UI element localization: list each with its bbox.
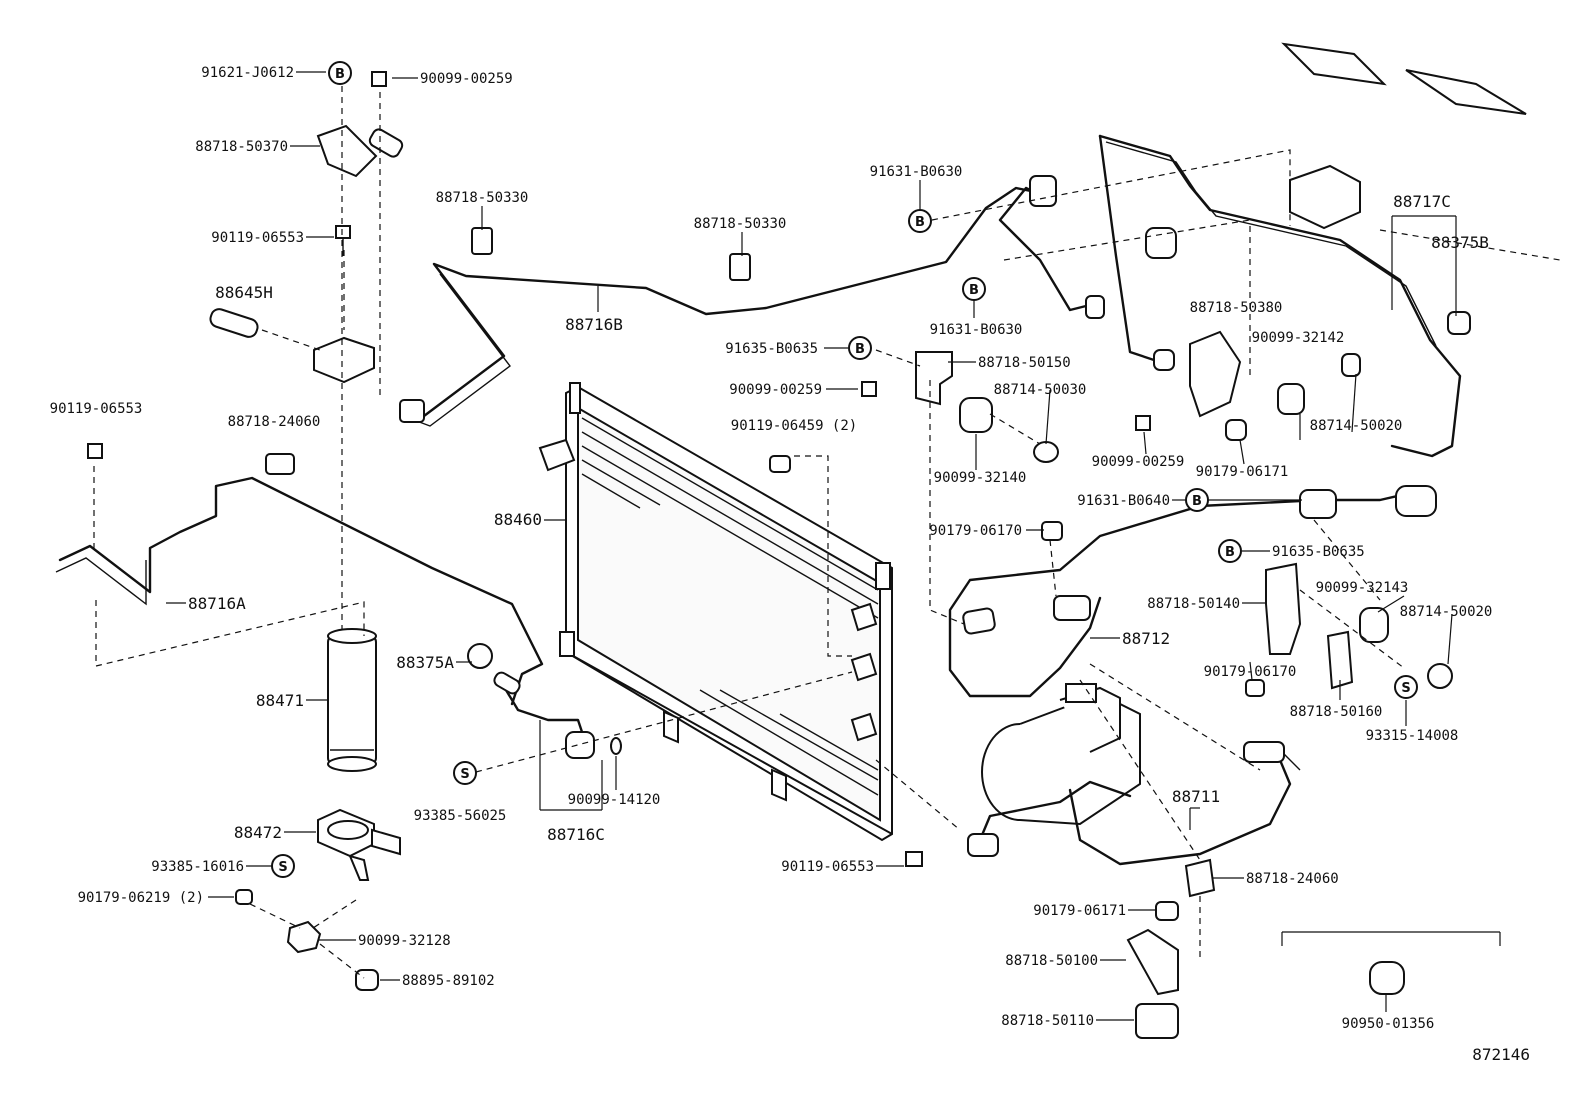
svg-text:B: B xyxy=(855,342,865,357)
svg-text:S: S xyxy=(460,767,469,782)
label-90179-06171-b: 90179-06171 xyxy=(1033,903,1126,919)
label-88718-24060-a: 88718-24060 xyxy=(228,414,321,430)
label-90099-32142: 90099-32142 xyxy=(1252,330,1345,346)
part-labels: 91621-J0612 90099-00259 88718-50370 9011… xyxy=(50,65,1530,1064)
receiver-88471 xyxy=(327,628,377,772)
label-88718-50380: 88718-50380 xyxy=(1190,300,1283,316)
pipes xyxy=(55,134,1462,866)
label-88718-24060-b: 88718-24060 xyxy=(1246,871,1339,887)
label-90119-06553-c: 90119-06553 xyxy=(781,859,874,875)
label-88714-50030: 88714-50030 xyxy=(994,382,1087,398)
label-93385-16016: 93385-16016 xyxy=(151,859,244,875)
label-88712: 88712 xyxy=(1122,629,1170,648)
label-88718-50140: 88718-50140 xyxy=(1147,596,1240,612)
label-88718-50150: 88718-50150 xyxy=(978,355,1071,371)
label-91635-B0635-a: 91635-B0635 xyxy=(725,341,818,357)
label-88716A: 88716A xyxy=(188,594,246,613)
symbol-b-4: B xyxy=(848,336,872,360)
label-88714-50020-a: 88714-50020 xyxy=(1310,418,1403,434)
label-88471: 88471 xyxy=(256,691,304,710)
small-parts xyxy=(87,42,1527,1039)
label-90950-01356: 90950-01356 xyxy=(1342,1016,1435,1032)
symbol-b-5: B xyxy=(1185,488,1209,512)
switch-88645H xyxy=(209,308,259,338)
symbol-b-6: B xyxy=(1218,539,1242,563)
bracket-88718-50370 xyxy=(316,124,378,178)
label-88718-50160: 88718-50160 xyxy=(1290,704,1383,720)
label-90119-06459: 90119-06459 (2) xyxy=(731,418,857,434)
label-90179-06170-a: 90179-06170 xyxy=(929,523,1022,539)
diagram-id-872146: 872146 xyxy=(1472,1045,1530,1064)
svg-text:S: S xyxy=(1401,681,1410,696)
label-91631-B0640: 91631-B0640 xyxy=(1077,493,1170,509)
svg-text:B: B xyxy=(1192,494,1202,509)
label-90099-00259-a: 90099-00259 xyxy=(420,71,513,87)
label-88714-50020-b: 88714-50020 xyxy=(1400,604,1493,620)
label-88718-50330-b: 88718-50330 xyxy=(694,216,787,232)
label-88375A: 88375A xyxy=(396,653,454,672)
label-88718-50110: 88718-50110 xyxy=(1001,1013,1094,1029)
label-88718-50370: 88718-50370 xyxy=(195,139,288,155)
label-88711: 88711 xyxy=(1172,787,1220,806)
label-88716C: 88716C xyxy=(547,825,605,844)
condenser-88460 xyxy=(538,382,893,842)
label-90099-14120: 90099-14120 xyxy=(568,792,661,808)
symbol-s-3: S xyxy=(271,854,295,878)
label-90099-00259-b: 90099-00259 xyxy=(729,382,822,398)
label-88716B: 88716B xyxy=(565,315,623,334)
dashed-guides xyxy=(93,86,1561,979)
label-88375B: 88375B xyxy=(1431,233,1489,252)
label-88718-50330-a: 88718-50330 xyxy=(436,190,529,206)
label-90099-32143: 90099-32143 xyxy=(1316,580,1409,596)
label-90119-06553-a: 90119-06553 xyxy=(211,230,304,246)
label-90119-06553-b: 90119-06553 xyxy=(50,401,143,417)
label-90179-06170-b: 90179-06170 xyxy=(1204,664,1297,680)
label-88718-50100: 88718-50100 xyxy=(1005,953,1098,969)
label-88895-89102: 88895-89102 xyxy=(402,973,495,989)
bracket-88472 xyxy=(286,808,401,954)
svg-text:B: B xyxy=(1225,545,1235,560)
circled-symbols: B B B B B B S S S xyxy=(271,61,1418,878)
label-90099-32128: 90099-32128 xyxy=(358,933,451,949)
label-88460: 88460 xyxy=(494,510,542,529)
svg-text:S: S xyxy=(278,860,287,875)
label-91621-J0612: 91621-J0612 xyxy=(201,65,294,81)
symbol-b-3: B xyxy=(962,277,986,301)
leader-lines xyxy=(166,71,1501,1021)
symbol-b-2: B xyxy=(908,209,932,233)
symbol-s-2: S xyxy=(453,761,477,785)
label-88645H: 88645H xyxy=(215,283,273,302)
compressor-area xyxy=(981,683,1141,826)
label-88717C: 88717C xyxy=(1393,192,1451,211)
label-91631-B0630-b: 91631-B0630 xyxy=(930,322,1023,338)
label-91635-B0635-b: 91635-B0635 xyxy=(1272,544,1365,560)
svg-text:B: B xyxy=(335,67,345,82)
label-93315-14008: 93315-14008 xyxy=(1366,728,1459,744)
label-90099-00259-c: 90099-00259 xyxy=(1092,454,1185,470)
svg-text:B: B xyxy=(969,283,979,298)
symbol-s-1: S xyxy=(1394,675,1418,699)
symbol-b-1: B xyxy=(328,61,352,85)
label-90099-32140: 90099-32140 xyxy=(934,470,1027,486)
label-88472: 88472 xyxy=(234,823,282,842)
label-90179-06219: 90179-06219 (2) xyxy=(78,890,204,906)
svg-text:B: B xyxy=(915,215,925,230)
label-93385-56025: 93385-56025 xyxy=(414,808,507,824)
label-91631-B0630-a: 91631-B0630 xyxy=(870,164,963,180)
label-90179-06171-a: 90179-06171 xyxy=(1196,464,1289,480)
